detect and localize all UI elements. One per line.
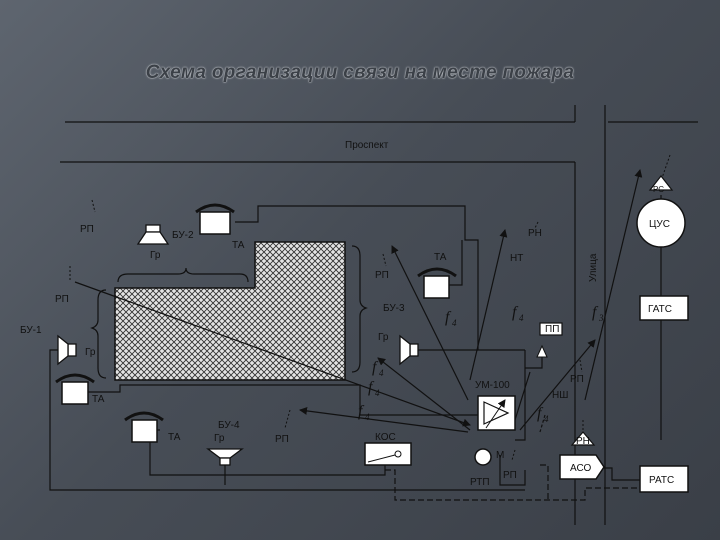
bu3-label: БУ-3 [383, 303, 405, 314]
f4-label-3: f [372, 359, 379, 376]
f4-label-5: f [358, 403, 365, 420]
rtp-label: РТП [470, 477, 490, 488]
gats-box [639, 295, 689, 321]
rp-label-3: РП [375, 270, 389, 281]
kos-label: КОС [375, 432, 396, 443]
f4-label-2: f [512, 304, 519, 321]
gr-bu4-label: Гр [214, 433, 225, 444]
gr-bu3-label: Гр [378, 332, 389, 343]
rats-label: РАТС [649, 475, 674, 486]
ta-bu3-label: ТА [434, 252, 447, 263]
f4-label-4: f [368, 379, 375, 396]
telephone-bu1 [55, 373, 95, 405]
telephone-bu4 [124, 411, 164, 443]
ta-bu2-label: ТА [232, 240, 245, 251]
telephone-bu2 [195, 203, 235, 235]
cus-station [636, 198, 686, 248]
gr-bu1-label: Гр [85, 347, 96, 358]
svg-text:3: 3 [598, 313, 604, 323]
rp-label-1: РП [80, 224, 94, 235]
svg-text:4: 4 [365, 412, 370, 422]
antenna-ticks [69, 154, 671, 461]
svg-text:4: 4 [452, 318, 457, 328]
prospect-label: Проспект [345, 140, 389, 151]
loudspeaker-bu4 [206, 448, 244, 466]
svg-text:4: 4 [375, 388, 380, 398]
rp-label-4: РП [275, 434, 289, 445]
diagram-title: Схема организации связи на месте пожара [145, 62, 575, 83]
rn-label-1: РН [528, 228, 542, 239]
aso-label: АСО [570, 463, 591, 474]
amplifier-um100 [477, 395, 516, 431]
rp-label-6: РП [503, 470, 517, 481]
rp-label-2: РП [55, 294, 69, 305]
sector-braces [90, 245, 368, 379]
ta-bu1-label: ТА [92, 394, 105, 405]
rs-label: РС [653, 185, 664, 194]
loudspeaker-bu3 [399, 334, 419, 366]
f3-label: f [592, 304, 599, 321]
pp-box [539, 322, 563, 336]
frequency-labels: f 4 f 4 f 3 f 4 f 4 f 4 f 4 [358, 304, 604, 424]
ta-bu4-label: ТА [168, 432, 181, 443]
um100-label: УМ-100 [475, 380, 510, 391]
gr-bu2-label: Гр [150, 250, 161, 261]
rp-label-5: РП [570, 374, 584, 385]
m-label: М [496, 450, 504, 461]
cus-label: ЦУС [649, 219, 670, 230]
rn-triangle [570, 431, 596, 446]
bu1-label: БУ-1 [20, 325, 42, 336]
dashed-links [385, 464, 640, 501]
pp-label: ПП [545, 324, 559, 335]
kos-device [364, 442, 412, 466]
burning-building [114, 241, 346, 381]
nt-label: НТ [510, 253, 523, 264]
ns-label: НШ [552, 390, 568, 401]
rats-box [639, 465, 689, 493]
loudspeaker-bu2 [136, 224, 170, 245]
ns-triangle [536, 344, 548, 358]
gats-label: ГАТС [648, 304, 672, 315]
f4-label-6: f [537, 405, 544, 422]
svg-text:4: 4 [379, 368, 384, 378]
bu4-label: БУ-4 [218, 420, 240, 431]
rs-triangle [648, 175, 674, 191]
loudspeaker-bu1 [57, 334, 77, 366]
bu2-label: БУ-2 [172, 230, 194, 241]
svg-text:4: 4 [519, 313, 524, 323]
street-label: Улица [588, 253, 599, 282]
rn-label-2: РН [576, 436, 590, 447]
f4-label-1: f [445, 309, 452, 326]
svg-text:4: 4 [544, 414, 549, 424]
aso-box [559, 454, 605, 480]
telephone-bu3 [417, 267, 457, 299]
radio-links [74, 169, 643, 433]
microphone-icon [474, 448, 492, 466]
